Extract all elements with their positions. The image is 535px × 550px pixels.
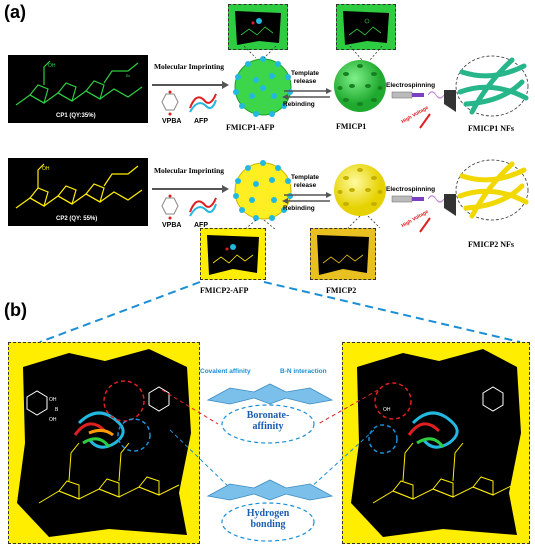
fmicp2-nfs-image [455,159,529,221]
cp1-label: CP1 (QY:35%) [56,113,96,119]
row1-arrow1 [152,81,229,89]
cp2-structure-drawing: OH [15,163,143,209]
row2-step1-label: Molecular Imprinting [153,166,225,175]
row2-electrospinning-setup [391,194,456,233]
row1-product2: FMICP1 [336,122,367,131]
fmicp1-nfs-image [455,55,529,117]
row2-reagent-icons [161,194,217,220]
handshake-icon-bottom [206,479,334,501]
panel-a-label: (a) [4,2,26,22]
boronate-affinity-label: Boronate-affinity [246,410,290,432]
row1-arrow2 [282,88,332,100]
fmicp2-afp-particle [233,160,293,221]
row1-electrospinning-setup [391,90,456,129]
cp1-structure-box: OH Br CP1 (QY:35%) [8,55,148,123]
fmicp1-afp-particle [233,56,293,117]
boronate-affinity-ellipse [221,404,315,444]
row1-inset2 [336,4,396,50]
hydrogen-bonding-label: Hydrogen bonding [246,508,290,530]
fmicp2-particle [334,164,386,216]
cp2-label: CP2 (QY: 55%) [56,216,98,222]
row1-inset2-connector [349,46,383,60]
row1-step2-bottom: Rebinding [283,101,315,108]
row2-inset1-drawing [207,235,259,275]
panel-b-right-drawing: OH [351,349,521,537]
row2-step3-label: Electrospinning [386,186,436,193]
row1-inset1-drawing [235,11,281,45]
panel-b-label: (b) [4,300,27,320]
bn-interaction-label: B-N interaction [280,368,327,375]
row1-step1-label: Molecular Imprinting [153,62,225,71]
row1-inset1 [228,4,288,50]
row2-arrow1 [152,185,229,193]
row1-step2-top: Template release [290,70,320,85]
row2-inset2-drawing [317,235,369,275]
svg-text:OH: OH [49,417,57,423]
row1-product3: FMICP1 NFs [468,124,514,133]
row2-inset1 [200,228,266,280]
row1-step3-label: Electrospinning [386,82,436,89]
handshake-icon-top [206,383,334,405]
panel-b-interaction-lines [161,389,379,489]
cp2-structure-box: OH CP2 (QY: 55%) [8,158,148,226]
row2-inset2 [310,228,376,280]
row1-reagent1: VPBA [162,118,182,125]
row2-product1: FMICP2-AFP [200,286,249,295]
svg-text:OH: OH [42,166,50,172]
panel-b-connector-lines [39,281,521,343]
row2-step2-bottom: Rebinding [283,205,315,212]
row1-reagent-icons [161,90,217,116]
row2-arrow2 [282,192,332,204]
cp1-structure-drawing: OH Br [15,60,143,106]
row2-step2-top: Template release [290,174,320,189]
row2-product3: FMICP2 NFs [468,240,514,249]
row2-inset2-connector [347,216,381,228]
panel-b-left-inset: OH B OH [8,342,200,544]
row1-inset1-connector [243,46,277,58]
row1-inset2-drawing [343,11,389,45]
row1-reagent2: AFP [194,118,208,125]
row2-product2: FMICP2 [326,286,357,295]
svg-text:B: B [55,407,59,413]
hydrogen-bonding-ellipse [221,502,315,542]
row1-product1: FMICP1-AFP [226,123,275,132]
row2-reagent1: VPBA [162,222,182,229]
svg-text:OH: OH [48,63,56,69]
svg-text:Br: Br [126,73,131,78]
row2-reagent2: AFP [194,222,208,229]
covalent-affinity-label: Covalent affinity [200,368,251,375]
panel-b-left-drawing: OH B OH [17,349,191,537]
svg-text:OH: OH [383,407,391,413]
panel-b-right-inset: OH [342,342,530,544]
svg-text:OH: OH [49,397,57,403]
fmicp1-particle [334,60,386,112]
